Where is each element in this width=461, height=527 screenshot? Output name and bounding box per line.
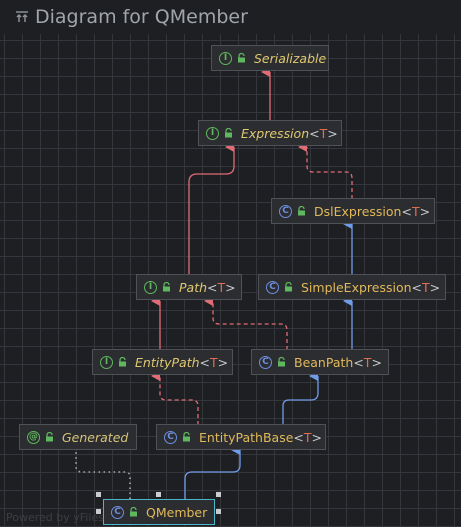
class-icon: C: [279, 204, 292, 218]
edge-qmember-generated: [75, 450, 131, 499]
node-bean-path[interactable]: C BeanPath <T>: [251, 349, 389, 375]
node-generated[interactable]: @ Generated: [19, 424, 137, 450]
node-serializable[interactable]: I Serializable: [211, 45, 329, 71]
page-title: Diagram for QMember: [35, 6, 248, 28]
lock-icon: [118, 357, 127, 367]
type-parameter: <T>: [293, 429, 323, 445]
node-entity-path[interactable]: I EntityPath <T>: [92, 349, 233, 375]
edge-beanpath-path: [204, 296, 288, 350]
class-icon: C: [266, 280, 279, 294]
class-icon: C: [164, 430, 177, 444]
node-name: QMember: [146, 504, 208, 520]
lock-icon: [182, 432, 191, 442]
resize-handle-left[interactable]: [96, 509, 101, 514]
type-parameter: <T>: [411, 279, 441, 295]
node-name: SimpleExpression: [301, 279, 412, 295]
diagram-header: Diagram for QMember: [0, 0, 461, 34]
lock-icon: [162, 282, 171, 292]
node-qmember[interactable]: C QMember: [103, 499, 215, 525]
interface-icon: I: [144, 280, 157, 294]
node-name: EntityPathBase: [199, 429, 294, 445]
edge-entitypathbase-entitypath: [151, 371, 199, 425]
node-name: Expression: [241, 125, 310, 141]
interface-icon: I: [206, 126, 219, 140]
node-path[interactable]: I Path <T>: [136, 274, 242, 300]
node-simple-expression[interactable]: C SimpleExpression <T>: [258, 274, 446, 300]
node-expression[interactable]: I Expression <T>: [198, 120, 342, 146]
edge-dslexpression-expression: [298, 142, 353, 199]
edge-path-expression: [188, 142, 235, 275]
lock-icon: [297, 206, 306, 216]
class-icon: C: [259, 355, 272, 369]
type-parameter: <T>: [199, 354, 229, 370]
resize-handle-top[interactable]: [156, 492, 161, 497]
class-icon: C: [111, 505, 124, 519]
resize-handle-top-right[interactable]: [216, 492, 221, 497]
node-name: Serializable: [254, 50, 327, 66]
lock-icon: [277, 357, 286, 367]
node-name: DslExpression: [314, 203, 402, 219]
node-name: Generated: [62, 429, 129, 445]
node-name: Path: [179, 279, 208, 295]
powered-by-label: Powered by yFiles: [6, 511, 104, 524]
interface-icon: I: [100, 355, 113, 369]
node-name: EntityPath: [135, 354, 200, 370]
interface-icon: I: [219, 51, 232, 65]
type-parameter: <T>: [309, 125, 338, 141]
node-name: BeanPath: [294, 354, 354, 370]
lock-icon: [45, 432, 54, 442]
edge-entitypathbase-beanpath: [282, 371, 319, 425]
type-parameter: <T>: [401, 203, 431, 219]
node-dsl-expression[interactable]: C DslExpression <T>: [271, 198, 435, 224]
resize-handle-right[interactable]: [216, 509, 221, 514]
type-parameter: <T>: [353, 354, 382, 370]
hierarchy-icon: [14, 10, 30, 24]
annotation-icon: @: [27, 430, 40, 444]
lock-icon: [284, 282, 293, 292]
resize-handle-top-left[interactable]: [96, 492, 101, 497]
type-parameter: <T>: [207, 279, 236, 295]
lock-icon: [224, 128, 233, 138]
node-entity-path-base[interactable]: C EntityPathBase <T>: [156, 424, 326, 450]
edge-qmember-entitypathbase: [184, 445, 241, 499]
lock-icon: [129, 507, 138, 517]
lock-icon: [237, 53, 246, 63]
